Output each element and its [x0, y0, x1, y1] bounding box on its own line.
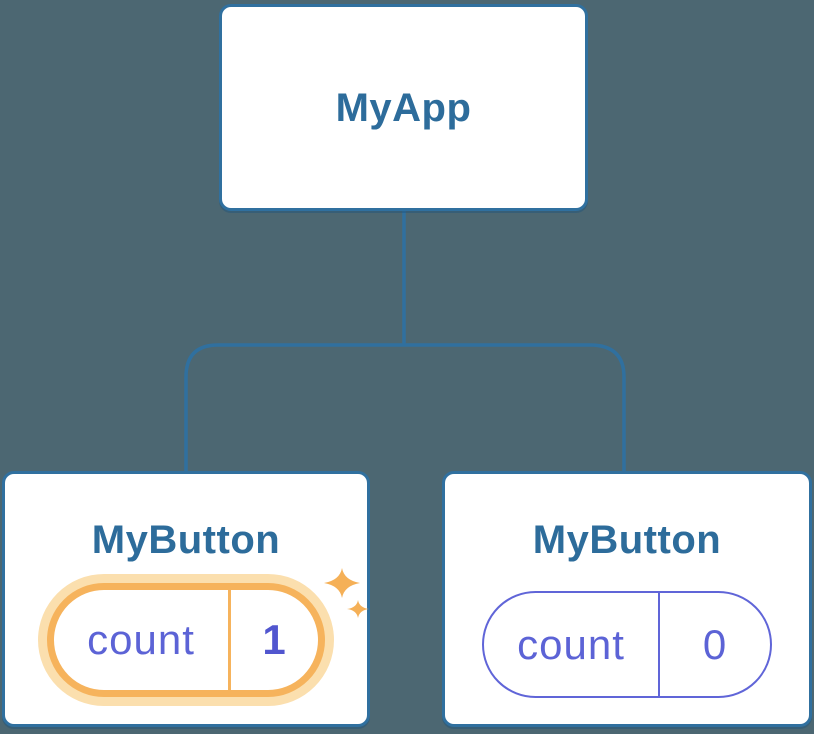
state-name-label: count: [517, 620, 625, 668]
node-title: MyApp: [335, 85, 472, 130]
state-value: 1: [228, 590, 318, 690]
state-value: 0: [658, 593, 770, 696]
state-pill-highlighted: count 1: [47, 583, 325, 697]
node-myapp: MyApp: [219, 4, 588, 211]
node-mybutton-2: MyButton count 0: [442, 471, 812, 727]
node-mybutton-1: MyButton count 1: [2, 471, 370, 727]
state-pill: count 0: [482, 591, 772, 698]
state-name-label: count: [87, 616, 195, 663]
sparkle-icon: [324, 568, 369, 618]
node-title: MyButton: [91, 518, 281, 562]
node-title: MyButton: [532, 518, 722, 562]
